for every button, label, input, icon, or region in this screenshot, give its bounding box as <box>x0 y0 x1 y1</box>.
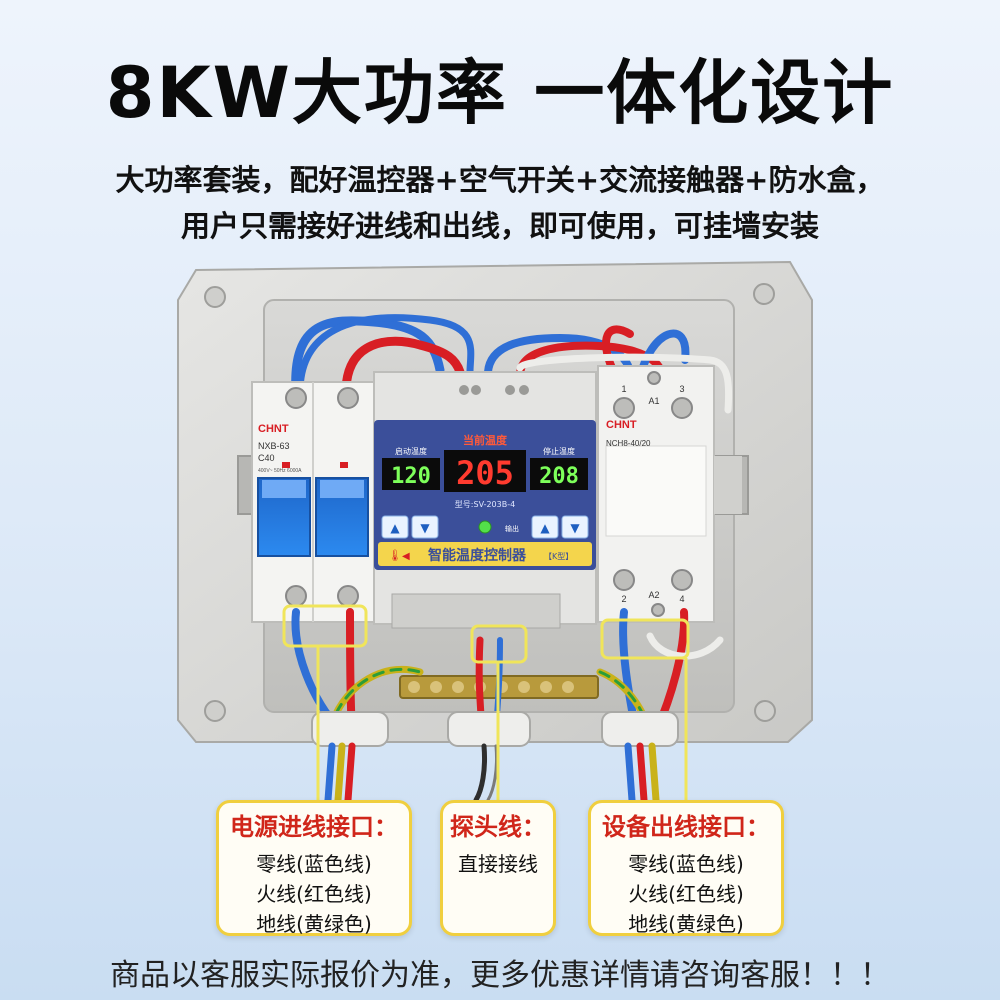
start-temp-display: 120 <box>391 464 431 489</box>
callout-device-output-line-live: 火线(红色线) <box>628 882 744 906</box>
contactor-terminal-a1: A1 <box>648 396 659 406</box>
temperature-controller <box>373 371 597 625</box>
contactor-model: NCH8-40/20 <box>606 439 651 448</box>
breaker-rating: C40 <box>258 453 275 463</box>
footer-notice: 商品以客服实际报价为准，更多优惠详情请咨询客服！！！ <box>110 958 890 993</box>
current-temp-display: 205 <box>456 454 514 492</box>
highlight-boxes <box>282 604 690 800</box>
current-temp-label: 当前温度 <box>463 433 508 447</box>
thermometer-icon: 🌡 <box>388 549 402 562</box>
air-switch-breaker <box>251 381 375 623</box>
breaker-brand: CHNT <box>258 423 289 435</box>
contactor-terminal-a2: A2 <box>648 590 659 600</box>
controller-name: 智能温度控制器 <box>427 547 527 564</box>
top-wiring <box>291 314 733 414</box>
callout-power-input-line-ground: 地线(黄绿色) <box>256 912 372 936</box>
contactor-brand: CHNT <box>606 419 637 431</box>
headline: 8KW大功率 一体化设计 <box>105 52 895 134</box>
output-label: 输出 <box>505 524 519 533</box>
contactor-terminal-4: 4 <box>679 594 684 604</box>
callout-power-input-line-neutral: 零线(蓝色线) <box>256 852 372 876</box>
outgoing-cables <box>324 742 660 804</box>
start-temp-up-arrow-icon: ▲ <box>390 521 400 535</box>
callout-probe-line: 直接接线 <box>458 852 538 876</box>
start-temp-down-arrow-icon: ▼ <box>420 521 430 535</box>
stop-temp-label: 停止温度 <box>543 446 575 456</box>
breaker-model: NXB-63 <box>258 441 290 451</box>
callout-device-output-line-ground: 地线(黄绿色) <box>628 912 744 936</box>
callout-probe: 探头线： 直接接线 <box>440 800 556 936</box>
callout-power-input: 电源进线接口： 零线(蓝色线) 火线(红色线) 地线(黄绿色) <box>216 800 412 936</box>
speaker-icon: ◀ <box>402 551 410 562</box>
cable-glands <box>311 711 679 747</box>
controller-model: 型号:SV-203B-4 <box>455 500 515 509</box>
start-temp-label: 启动温度 <box>395 446 427 456</box>
contactor-terminal-2: 2 <box>621 594 626 604</box>
callout-power-input-line-live: 火线(红色线) <box>256 882 372 906</box>
callout-device-output-line-neutral: 零线(蓝色线) <box>628 852 744 876</box>
stop-temp-up-arrow-icon: ▲ <box>540 521 550 535</box>
breaker-spec: 400V~ 50Hz 6000A <box>258 468 302 474</box>
controller-name-tag: 【K型】 <box>544 552 573 561</box>
subtitle-line-1: 大功率套装，配好温控器+空气开关+交流接触器+防水盒， <box>115 163 885 197</box>
contactor-terminal-1: 1 <box>621 384 626 394</box>
contactor-terminal-3: 3 <box>679 384 684 394</box>
callout-power-input-title: 电源进线接口： <box>230 813 398 841</box>
callout-device-output-title: 设备出线接口： <box>602 813 770 841</box>
subtitle-line-2: 用户只需接好进线和出线，即可使用，可挂墙安装 <box>180 209 819 243</box>
stop-temp-down-arrow-icon: ▼ <box>570 521 580 535</box>
stop-temp-display: 208 <box>539 464 579 489</box>
callout-probe-title: 探头线： <box>450 813 546 841</box>
ac-contactor <box>597 365 742 623</box>
callout-device-output: 设备出线接口： 零线(蓝色线) 火线(红色线) 地线(黄绿色) <box>588 800 784 936</box>
